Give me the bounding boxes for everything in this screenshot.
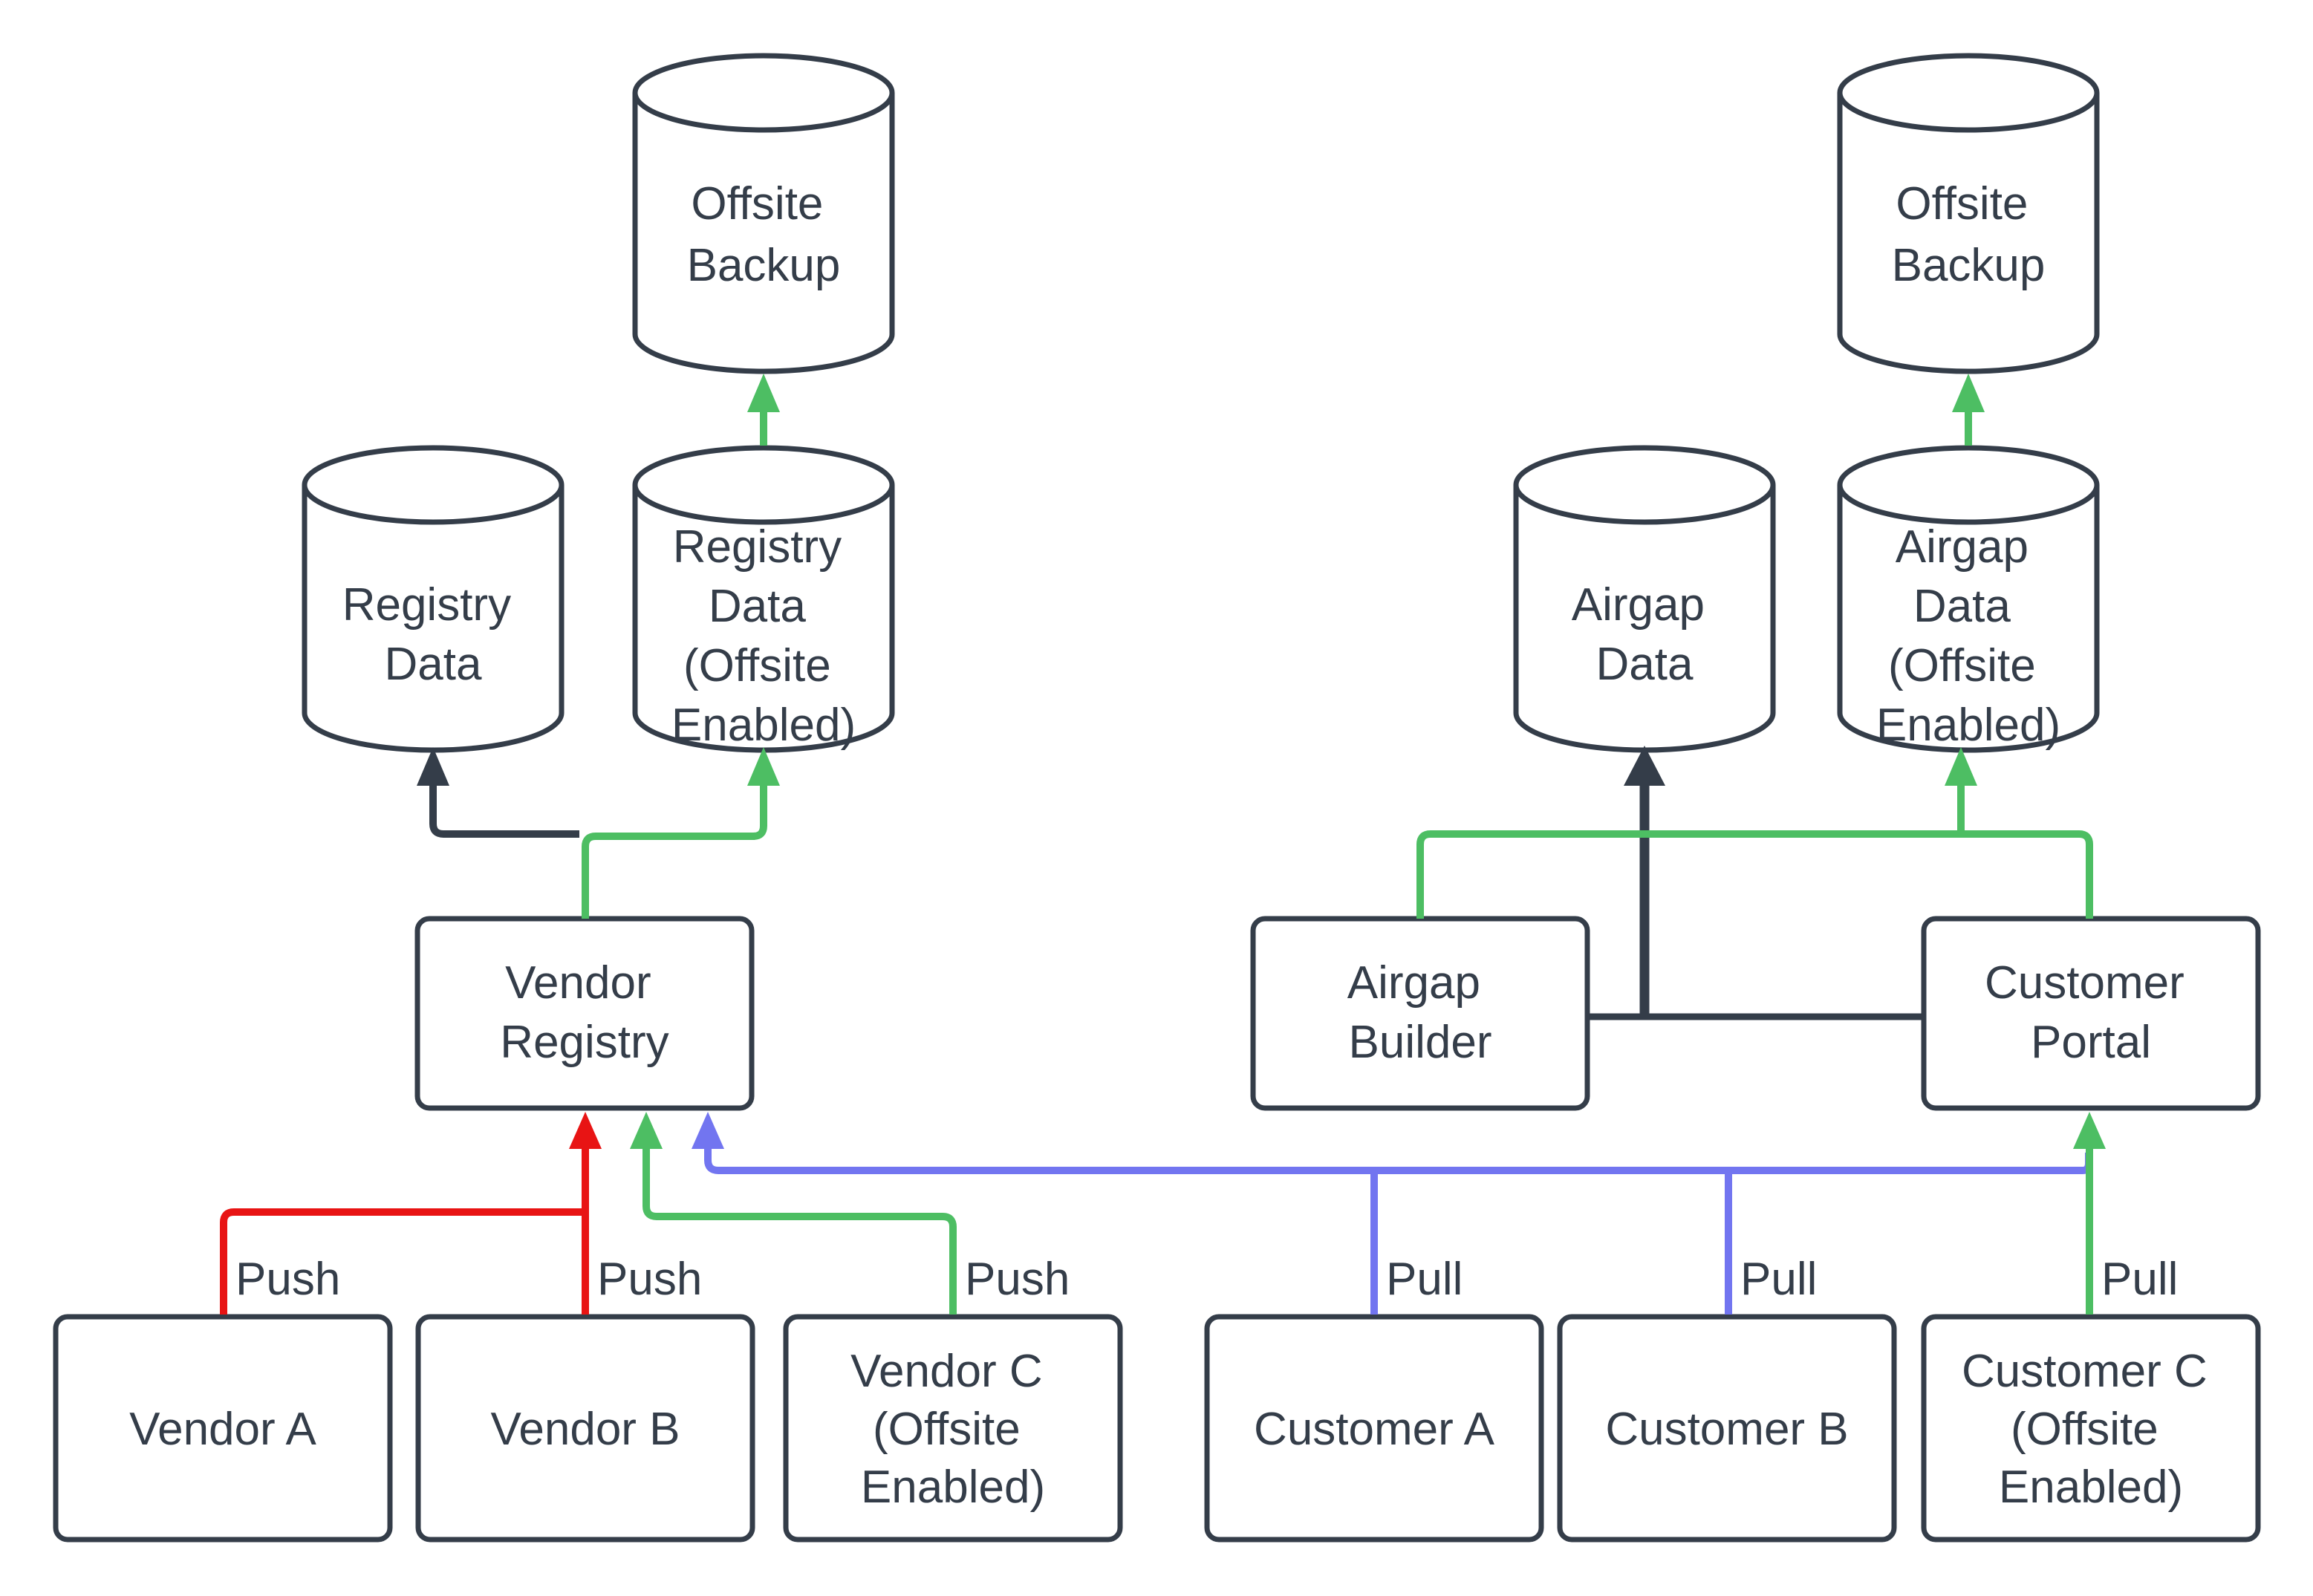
box-vendor-a [53,1314,393,1543]
label-line: (Offsite [1888,640,2036,691]
label-line: Registry [342,579,511,631]
edge-label-pull-customer-a: Pull [1386,1254,1463,1305]
label-line: Enabled) [671,700,856,751]
edge-vendor-a-b-push [220,1147,589,1315]
label-vendor-b: Vendor B [490,1404,680,1455]
label-customer-c: Customer C (Offsite Enabled) [1962,1346,2220,1513]
label-line: Registry [673,521,842,573]
label-vendor-registry: Vendor Registry [500,957,668,1068]
arrowhead-airgap-data-offsite [1945,747,1977,786]
cylinder-offsite-backup-right [1837,53,2100,374]
label-customer-a: Customer A [1254,1404,1495,1455]
label-airgap-builder: Airgap Builder [1347,957,1493,1068]
arrowhead-airgap-data [1624,746,1665,786]
cylinder-registry-data-offsite [632,445,895,753]
label-customer-b: Customer B [1605,1404,1848,1455]
label-line: (Offsite [873,1404,1021,1455]
label-registry-data-offsite: Registry Data (Offsite Enabled) [671,521,856,751]
label-line: Registry [500,1017,668,1068]
label-line: Airgap [1896,521,2029,573]
label-line: Backup [1892,240,2046,291]
arrowhead-pull-green [2073,1112,2106,1149]
box-vendor-b [415,1314,755,1543]
cylinder-offsite-backup-left [632,53,895,374]
label-line: Enabled) [861,1462,1045,1513]
box-customer-b [1557,1314,1897,1543]
label-offsite-backup-left: Offsite Backup [687,178,841,291]
edge-label-push-vendor-a: Push [235,1254,340,1305]
box-vendor-registry [414,916,755,1111]
cylinder-airgap-data-offsite [1837,445,2100,753]
label-line: Builder [1349,1017,1492,1068]
label-line: Data [1596,639,1694,690]
label-airgap-data-offsite: Airgap Data (Offsite Enabled) [1876,521,2060,751]
label-line: Vendor [505,957,651,1009]
box-airgap-builder [1250,916,1590,1111]
label-vendor-c: Vendor C (Offsite Enabled) [850,1346,1055,1513]
edge-vendor-registry-to-registry-data-offsite [582,781,767,919]
cylinder-airgap-data [1513,445,1776,753]
label-line: Offsite [691,178,823,229]
label-line: Vendor C [850,1346,1043,1397]
label-line: Airgap [1572,579,1705,631]
box-vendor-c [783,1314,1123,1543]
arrowhead-push-red [569,1112,602,1149]
edge-label-push-vendor-b: Push [597,1254,702,1305]
label-line: Customer [1985,957,2184,1009]
arrowhead-registry-data [417,747,449,786]
label-line: Data [709,581,806,632]
arrowhead-registry-data-offsite [747,747,780,786]
edge-label-pull-customer-c: Pull [2101,1254,2178,1305]
box-customer-c [1921,1314,2261,1543]
label-line: Enabled) [1876,700,2060,751]
edge-portal-builder-to-airgap-data-offsite [1416,781,2093,919]
edge-label-pull-customer-b: Pull [1740,1254,1817,1305]
label-line: Customer C [1962,1346,2208,1397]
label-line: Portal [2031,1017,2151,1068]
diagram-text: Offsite Backup Offsite Backup Registry D… [129,178,2220,1513]
label-vendor-a: Vendor A [129,1404,316,1455]
label-airgap-data: Airgap Data [1572,579,1717,690]
arrowhead-pull-blue [692,1112,724,1149]
arrowhead-offsite-backup-right [1952,374,1985,412]
label-line: Data [385,639,482,690]
label-line: Enabled) [1999,1462,2183,1513]
label-line: (Offsite [683,640,831,691]
arrowhead-offsite-backup-left [747,374,780,412]
edge-vendor-registry-to-registry-data [429,781,579,838]
label-registry-data: Registry Data [342,579,524,690]
arrowhead-push-green [630,1112,663,1149]
label-line: Backup [687,240,841,291]
edge-vendor-c-push [642,1147,957,1315]
label-offsite-backup-right: Offsite Backup [1892,178,2046,291]
label-line: Offsite [1896,178,2028,229]
label-customer-portal: Customer Portal [1985,957,2197,1068]
label-line: (Offsite [2011,1404,2159,1455]
label-line: Data [1913,581,2011,632]
edge-label-push-vendor-c: Push [965,1254,1070,1305]
label-line: Airgap [1347,957,1480,1009]
box-customer-a [1204,1314,1544,1543]
box-customer-portal [1921,916,2261,1111]
